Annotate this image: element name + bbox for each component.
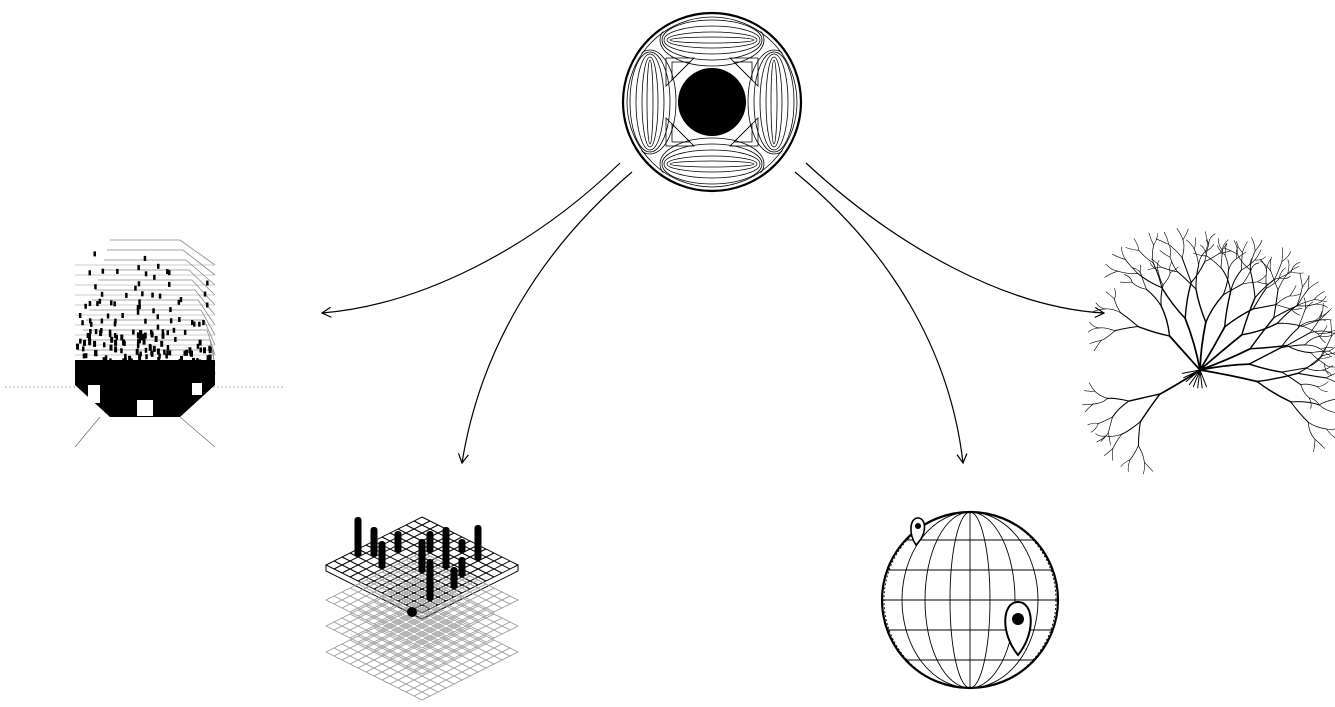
- edge-hub-to-right-upper: [806, 163, 1104, 313]
- edge-hub-to-left-upper: [322, 163, 620, 313]
- stacked-octagon-tower-icon[interactable]: [5, 240, 285, 447]
- edge-hub-to-right-lower: [795, 172, 963, 463]
- globe-map-pin-icon[interactable]: [880, 510, 1060, 690]
- sphere-core-icon[interactable]: [623, 13, 801, 191]
- edge-hub-to-left-lower: [462, 172, 632, 463]
- edges: [322, 163, 1104, 463]
- branching-tree-icon[interactable]: [1083, 228, 1335, 474]
- isometric-grid-bars-icon[interactable]: [326, 517, 518, 700]
